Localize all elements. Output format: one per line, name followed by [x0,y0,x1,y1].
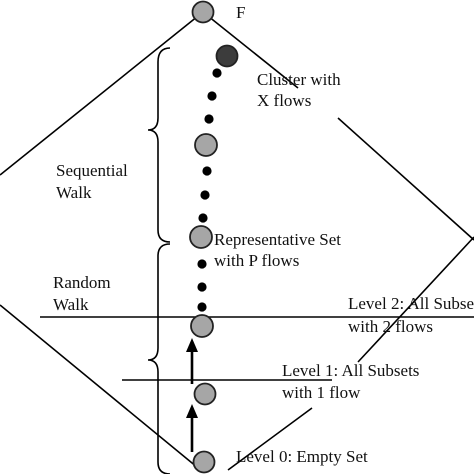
level2-label-line2: with 2 flows [348,317,433,336]
level2-label-line1: Level 2: All Subsets [348,294,474,313]
node-level0 [192,450,216,474]
path-dot [202,166,212,176]
arrow-level0-to-level1-head [186,404,198,418]
lattice-nodes [189,0,239,474]
lattice-outline [0,11,474,473]
path-dot [200,190,210,200]
path-dot [207,91,217,101]
top-node-label: F [236,3,245,22]
level0-label: Level 0: Empty Set [236,447,368,466]
walk-dots [197,68,222,312]
node-level1 [193,382,217,406]
outline-right-lower [357,236,474,363]
node-top-f [191,0,215,24]
arrows [186,338,198,452]
outline-left-lower [0,304,204,473]
sequential-walk-label-line1: Sequential [56,161,128,180]
outline-left-upper [0,11,204,176]
level1-label-line1: Level 1: All Subsets [282,361,419,380]
outline-right-mid [337,117,474,241]
node-sequential [194,133,218,157]
path-dot [212,68,222,78]
node-level2 [190,314,214,338]
diagram-labels: F Cluster with X flows Sequential Walk R… [53,3,474,466]
sequential-walk-brace [147,47,171,243]
cluster-label-line2: X flows [257,91,311,110]
path-dot [197,302,207,312]
random-walk-label-line2: Walk [53,295,89,314]
random-walk-brace [147,243,171,474]
path-dot [197,259,207,269]
path-dot [198,213,208,223]
path-dot [204,114,214,124]
cluster-label-line1: Cluster with [257,70,341,89]
level-lines [40,316,474,381]
representative-label-line1: Representative Set [214,230,341,249]
random-walk-label-line1: Random [53,273,111,292]
outline-right-bottom [227,407,313,471]
braces [147,47,171,474]
level1-label-line2: with 1 flow [282,383,361,402]
node-representative-set [189,225,213,249]
arrow-level1-to-level2-head [186,338,198,352]
outline-right-upper [202,11,299,89]
node-cluster [215,44,239,68]
sequential-walk-label-line2: Walk [56,183,92,202]
representative-label-line2: with P flows [214,251,299,270]
path-dot [197,282,207,292]
